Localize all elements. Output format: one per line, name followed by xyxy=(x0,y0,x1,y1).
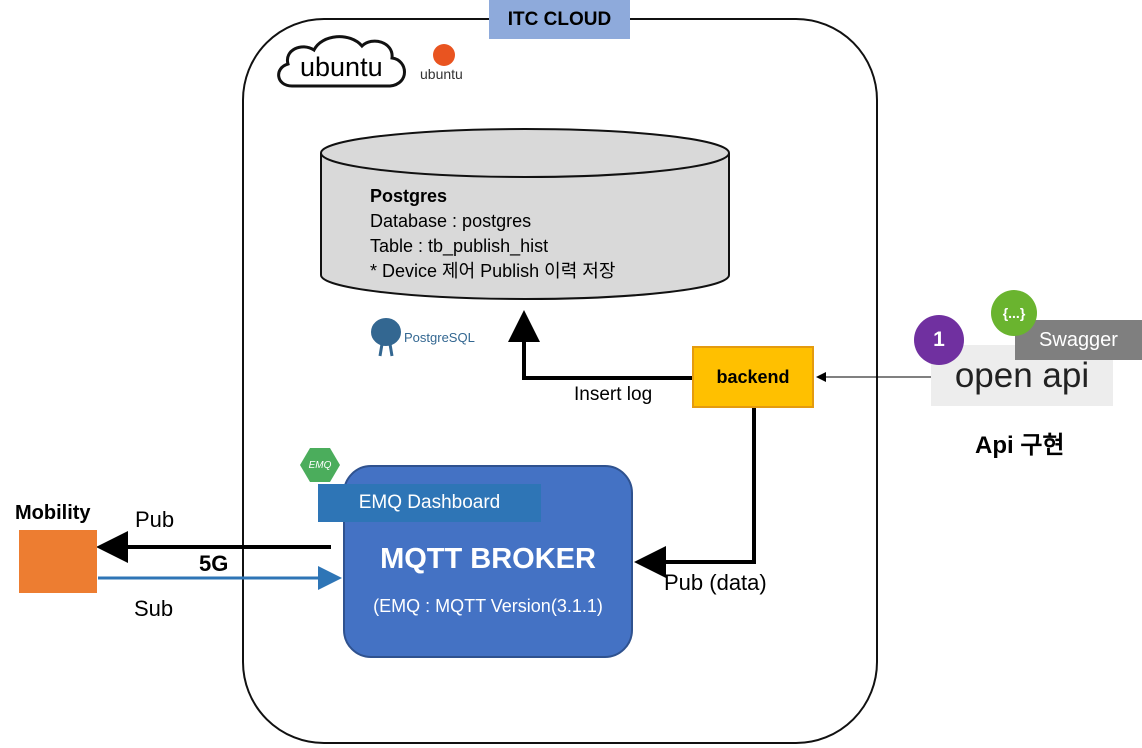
itc-cloud-label: ITC CLOUD xyxy=(489,0,630,39)
mobility-label: Mobility xyxy=(15,502,91,524)
mqtt-broker-version: (EMQ : MQTT Version(3.1.1) xyxy=(373,596,603,616)
sub-label: Sub xyxy=(134,596,174,621)
5g-label: 5G xyxy=(199,551,229,576)
ubuntu-logo-icon xyxy=(433,44,455,66)
swagger-logo-icon: {...} xyxy=(991,290,1037,336)
pub-data-arrow xyxy=(634,408,756,578)
pub-data-label: Pub (data) xyxy=(664,570,767,595)
swagger-label: Swagger xyxy=(1015,320,1142,360)
postgresql-logo-label: PostgreSQL xyxy=(404,330,475,345)
api-implementation-label: Api 구현 xyxy=(975,432,1065,459)
step-1-badge: 1 xyxy=(914,315,964,365)
pub-label: Pub xyxy=(135,507,175,532)
emq-dashboard-label: EMQ Dashboard xyxy=(318,484,541,522)
database-title: Postgres xyxy=(370,186,448,206)
insert-log-arrow xyxy=(508,310,692,380)
ubuntu-cloud-icon xyxy=(277,35,406,88)
mqtt-broker-title: MQTT BROKER xyxy=(380,543,596,575)
postgres-database-cylinder xyxy=(320,128,730,300)
ubuntu-cloud-label: ubuntu xyxy=(300,52,383,82)
database-description: Postgres Database : postgres Table : tb_… xyxy=(370,184,615,284)
insert-log-label: Insert log xyxy=(574,384,653,405)
backend-box: backend xyxy=(692,346,814,408)
postgresql-elephant-icon xyxy=(369,316,403,357)
database-table: Table : tb_publish_hist xyxy=(370,236,549,256)
database-note: * Device 제어 Publish 이력 저장 xyxy=(370,261,616,281)
ubuntu-logo-label: ubuntu xyxy=(420,66,463,82)
mobility-device-box xyxy=(19,530,97,593)
database-name: Database : postgres xyxy=(370,211,532,231)
